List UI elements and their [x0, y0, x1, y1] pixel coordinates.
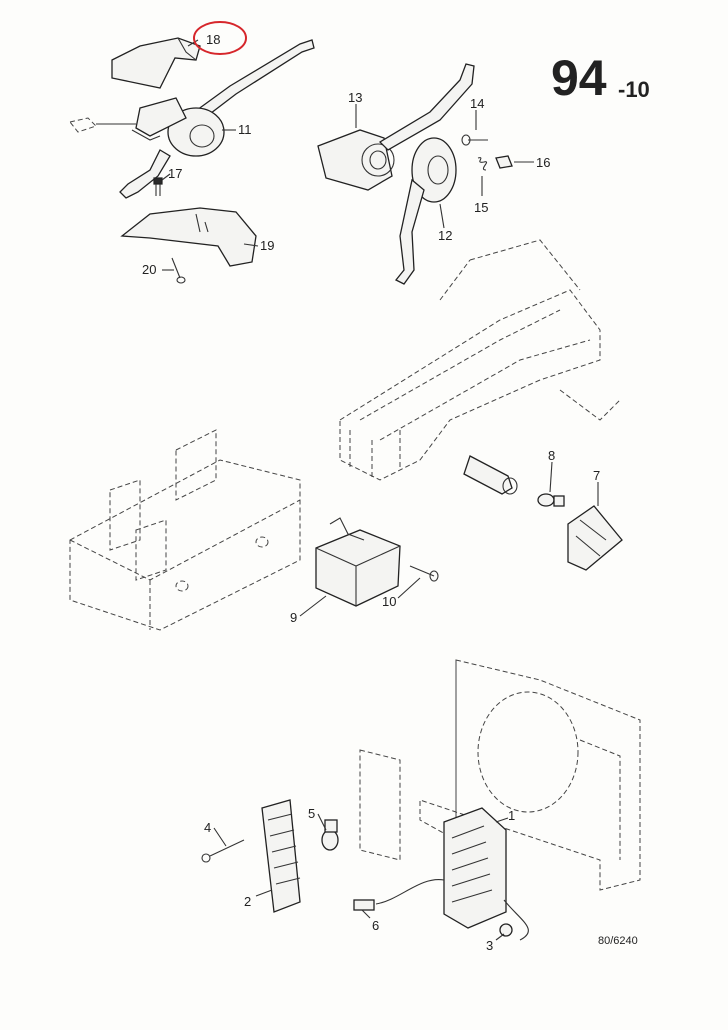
callout-9: 9 [290, 610, 297, 625]
callout-13: 13 [348, 90, 362, 105]
callout-15: 15 [474, 200, 488, 215]
callout-4: 4 [204, 820, 211, 835]
leaders-side-marker [549, 461, 599, 506]
rear-housing-frame [359, 659, 641, 891]
leaders-right-top [355, 104, 534, 229]
callout-18: 18 [206, 32, 220, 47]
side-marker-assembly [463, 455, 623, 571]
page-number-suffix: -10 [618, 77, 650, 102]
switch-assembly-right [317, 63, 513, 285]
callout-3: 3 [486, 938, 493, 953]
relay-assembly [315, 517, 439, 607]
callout-14: 14 [470, 96, 484, 111]
callout-16: 16 [536, 155, 550, 170]
leaders-relay [299, 577, 421, 617]
callout-labels: 1 2 3 4 5 6 7 8 9 10 11 12 13 14 15 16 1… [142, 32, 600, 953]
chassis-frame [339, 239, 621, 481]
callout-19: 19 [260, 238, 274, 253]
switch-assembly-left [69, 37, 315, 284]
callout-5: 5 [308, 806, 315, 821]
callout-8: 8 [548, 448, 555, 463]
callout-20: 20 [142, 262, 156, 277]
leaders-rear-light [213, 813, 509, 941]
callout-1: 1 [508, 808, 515, 823]
page-number: 94 [551, 50, 607, 106]
tray-frame [69, 429, 301, 631]
callout-6: 6 [372, 918, 379, 933]
callout-2: 2 [244, 894, 251, 909]
callout-10: 10 [382, 594, 396, 609]
leaders-left [161, 39, 259, 271]
rear-light-assembly [201, 799, 529, 941]
callout-7: 7 [593, 468, 600, 483]
callout-17: 17 [168, 166, 182, 181]
drawing-reference: 80/6240 [598, 935, 638, 947]
callout-11: 11 [238, 122, 252, 137]
highlight-circle [193, 21, 247, 55]
callout-12: 12 [438, 228, 452, 243]
